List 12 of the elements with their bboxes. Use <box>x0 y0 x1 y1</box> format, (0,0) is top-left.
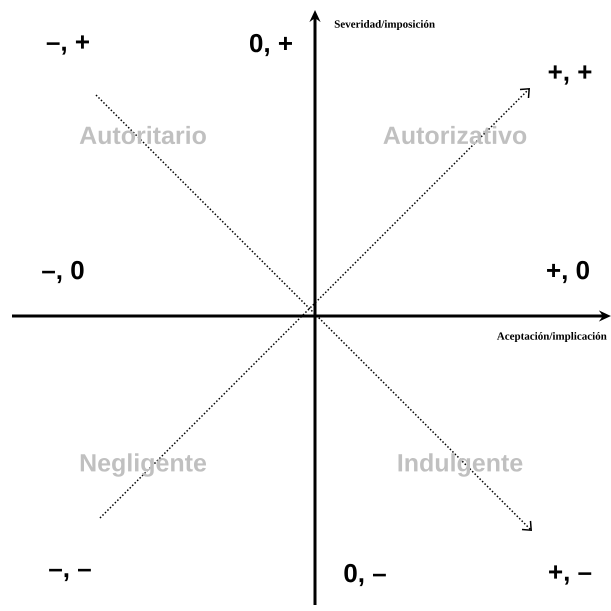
coordinate-label: +, – <box>549 565 592 585</box>
axis-label: Aceptación/implicación <box>496 332 607 342</box>
coordinate-label: +, + <box>548 65 592 85</box>
coordinate-label: +, 0 <box>547 260 589 284</box>
quadrant-label: Negligente <box>80 453 206 477</box>
coordinate-label: –, – <box>49 568 91 582</box>
quadrant-label: Autoritario <box>80 126 206 144</box>
coordinate-label: 0, – <box>344 564 386 586</box>
coordinate-label: 0, + <box>250 34 292 56</box>
axis-label: Severidad/imposición <box>334 20 435 30</box>
coordinate-label: –, 0 <box>42 260 84 284</box>
coordinate-label: –, + <box>46 35 89 55</box>
